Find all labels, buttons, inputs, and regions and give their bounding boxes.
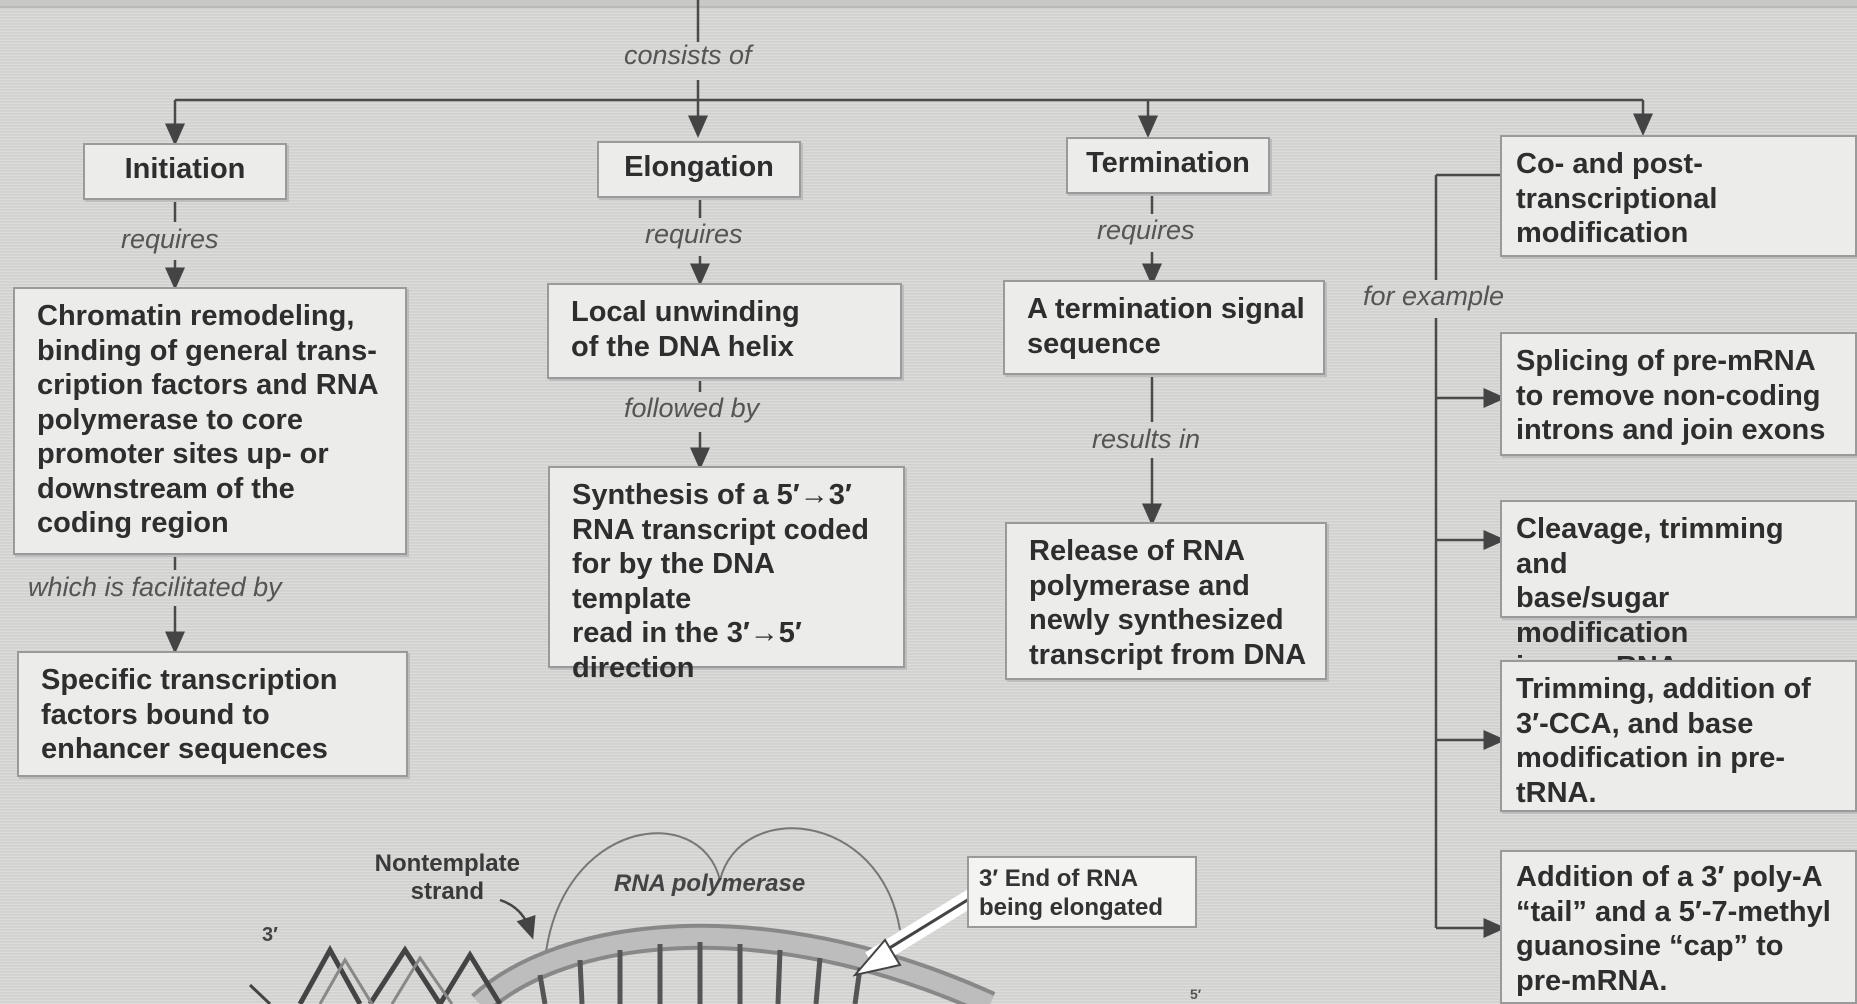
elongation-line-1: Local unwinding	[571, 295, 888, 330]
mrna-cap-tail-box: Addition of a 3′ poly-A “tail” and a 5′-…	[1500, 850, 1857, 1004]
termination-requirement-box: A termination signal sequence	[1003, 280, 1325, 375]
facilitated-by-label: which is facilitated by	[28, 572, 282, 603]
nontemplate-line-2: strand	[350, 878, 520, 906]
elongation-requirement-box: Local unwinding of the DNA helix	[547, 283, 902, 379]
initiation-line-6: downstream of the	[37, 472, 393, 507]
initiation-line-2: binding of general trans-	[37, 334, 393, 369]
rrna-box: Cleavage, trimming and base/sugar modifi…	[1500, 500, 1857, 618]
initiation-line-1: Chromatin remodeling,	[37, 299, 393, 334]
three-prime-end-callout: 3′ End of RNA being elongated	[967, 856, 1197, 928]
mrna-line-1: Addition of a 3′ poly-A	[1516, 860, 1843, 895]
mrna-line-3: guanosine “cap” to	[1516, 929, 1843, 964]
synthesis-box: Synthesis of a 5′→3′ RNA transcript code…	[548, 466, 905, 668]
trna-box: Trimming, addition of 3′-CCA, and base m…	[1500, 660, 1857, 812]
initiation-line-5: promoter sites up- or	[37, 437, 393, 472]
initiation-line-4: polymerase to core	[37, 403, 393, 438]
splicing-box: Splicing of pre-mRNA to remove non-codin…	[1500, 332, 1857, 456]
nontemplate-line-1: Nontemplate	[350, 850, 520, 878]
three-prime-label: 3′	[262, 924, 278, 947]
release-line-1: Release of RNA	[1029, 534, 1313, 569]
release-box: Release of RNA polymerase and newly synt…	[1005, 522, 1327, 680]
enhancer-line-2: factors bound to	[41, 698, 394, 733]
nontemplate-strand-label: Nontemplate strand	[350, 850, 520, 906]
modification-heading-line-1: Co- and post-	[1516, 147, 1843, 182]
followed-by-label: followed by	[624, 393, 759, 424]
rna-polymerase-label: RNA polymerase	[614, 870, 805, 898]
enhancer-box: Specific transcription factors bound to …	[17, 651, 408, 777]
modification-heading-box: Co- and post- transcriptional modificati…	[1500, 135, 1857, 257]
initiation-requires-label: requires	[121, 224, 219, 255]
termination-requires-label: requires	[1097, 215, 1195, 246]
initiation-line-7: coding region	[37, 506, 393, 541]
modification-heading-line-2: transcriptional	[1516, 182, 1843, 217]
initiation-requirement-box: Chromatin remodeling, binding of general…	[13, 287, 407, 555]
initiation-line-3: cription factors and RNA	[37, 368, 393, 403]
elongation-requires-label: requires	[645, 219, 743, 250]
rrna-line-1: Cleavage, trimming and	[1516, 512, 1843, 581]
initiation-heading: Initiation	[83, 143, 287, 200]
consists-of-label: consists of	[624, 40, 752, 71]
release-line-2: polymerase and	[1029, 569, 1313, 604]
callout-line-2: being elongated	[979, 893, 1185, 922]
results-in-label: results in	[1092, 424, 1200, 455]
elongation-heading: Elongation	[597, 141, 801, 198]
synthesis-line-4: read in the 3′→5′	[572, 616, 891, 651]
trna-line-4: tRNA.	[1516, 776, 1843, 811]
trna-line-1: Trimming, addition of	[1516, 672, 1843, 707]
release-line-4: transcript from DNA	[1029, 638, 1313, 673]
mrna-line-2: “tail” and a 5′-7-methyl	[1516, 895, 1843, 930]
termination-line-2: sequence	[1027, 327, 1311, 362]
rrna-line-2: base/sugar modification	[1516, 581, 1843, 650]
for-example-label: for example	[1363, 281, 1504, 312]
enhancer-line-1: Specific transcription	[41, 663, 394, 698]
trna-line-3: modification in pre-	[1516, 741, 1843, 776]
synthesis-line-5: direction	[572, 651, 891, 686]
five-prime-label: 5′	[1190, 986, 1201, 1002]
synthesis-line-1: Synthesis of a 5′→3′	[572, 478, 891, 513]
splicing-line-1: Splicing of pre-mRNA	[1516, 344, 1843, 379]
mrna-line-4: pre-mRNA.	[1516, 964, 1843, 999]
synthesis-line-2: RNA transcript coded	[572, 513, 891, 548]
splicing-line-2: to remove non-coding	[1516, 379, 1843, 414]
enhancer-line-3: enhancer sequences	[41, 732, 394, 767]
modification-heading-line-3: modification	[1516, 216, 1843, 251]
splicing-line-3: introns and join exons	[1516, 413, 1843, 448]
termination-line-1: A termination signal	[1027, 292, 1311, 327]
release-line-3: newly synthesized	[1029, 603, 1313, 638]
synthesis-line-3: for by the DNA template	[572, 547, 891, 616]
trna-line-2: 3′-CCA, and base	[1516, 707, 1843, 742]
termination-heading: Termination	[1066, 137, 1270, 194]
callout-line-1: 3′ End of RNA	[979, 864, 1185, 893]
elongation-line-2: of the DNA helix	[571, 330, 888, 365]
